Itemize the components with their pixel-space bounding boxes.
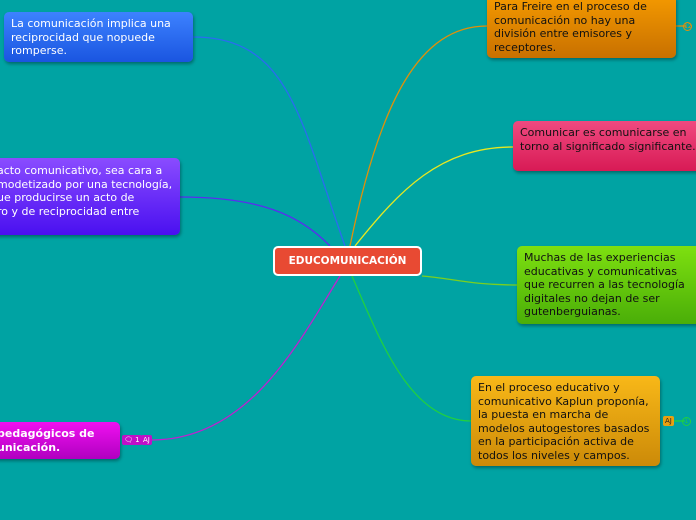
topic-kaplun[interactable]: En el proceso educativo y comunicativo K… xyxy=(471,376,660,466)
collapsed-count-12[interactable]: 12 xyxy=(683,22,692,31)
connector-7 xyxy=(351,275,472,422)
assignee-badge[interactable]: AJ xyxy=(663,416,674,426)
connector-3 xyxy=(151,275,341,441)
connector-5 xyxy=(354,146,514,247)
connector-1 xyxy=(192,36,346,247)
topic-freire[interactable]: Para Freire en el proceso de comunicació… xyxy=(487,0,676,58)
topic-pedagogicos[interactable]: pedagógicos de unicación. xyxy=(0,422,120,459)
topic-reciprocidad[interactable]: La comunicación implica una reciprocidad… xyxy=(4,12,193,62)
topic-acto-comunicativo[interactable]: acto comunicativo, sea cara a modetizado… xyxy=(0,158,180,235)
collapsed-count-1[interactable]: 1 xyxy=(682,417,691,426)
central-topic[interactable]: EDUCOMUNICACIÓN xyxy=(273,246,422,276)
assignee-badge[interactable]: AJ xyxy=(141,435,152,445)
connector-2 xyxy=(179,196,331,247)
connector-6 xyxy=(421,275,518,286)
topic-gutenberguianas[interactable]: Muchas de las experiencias educativas y … xyxy=(517,246,696,324)
comment-icon[interactable]: 🗨 1 xyxy=(122,435,142,445)
topic-comunicar[interactable]: Comunicar es comunicarse en torno al sig… xyxy=(513,121,696,171)
connector-4 xyxy=(349,25,488,247)
comment-count: 1 xyxy=(135,436,140,444)
